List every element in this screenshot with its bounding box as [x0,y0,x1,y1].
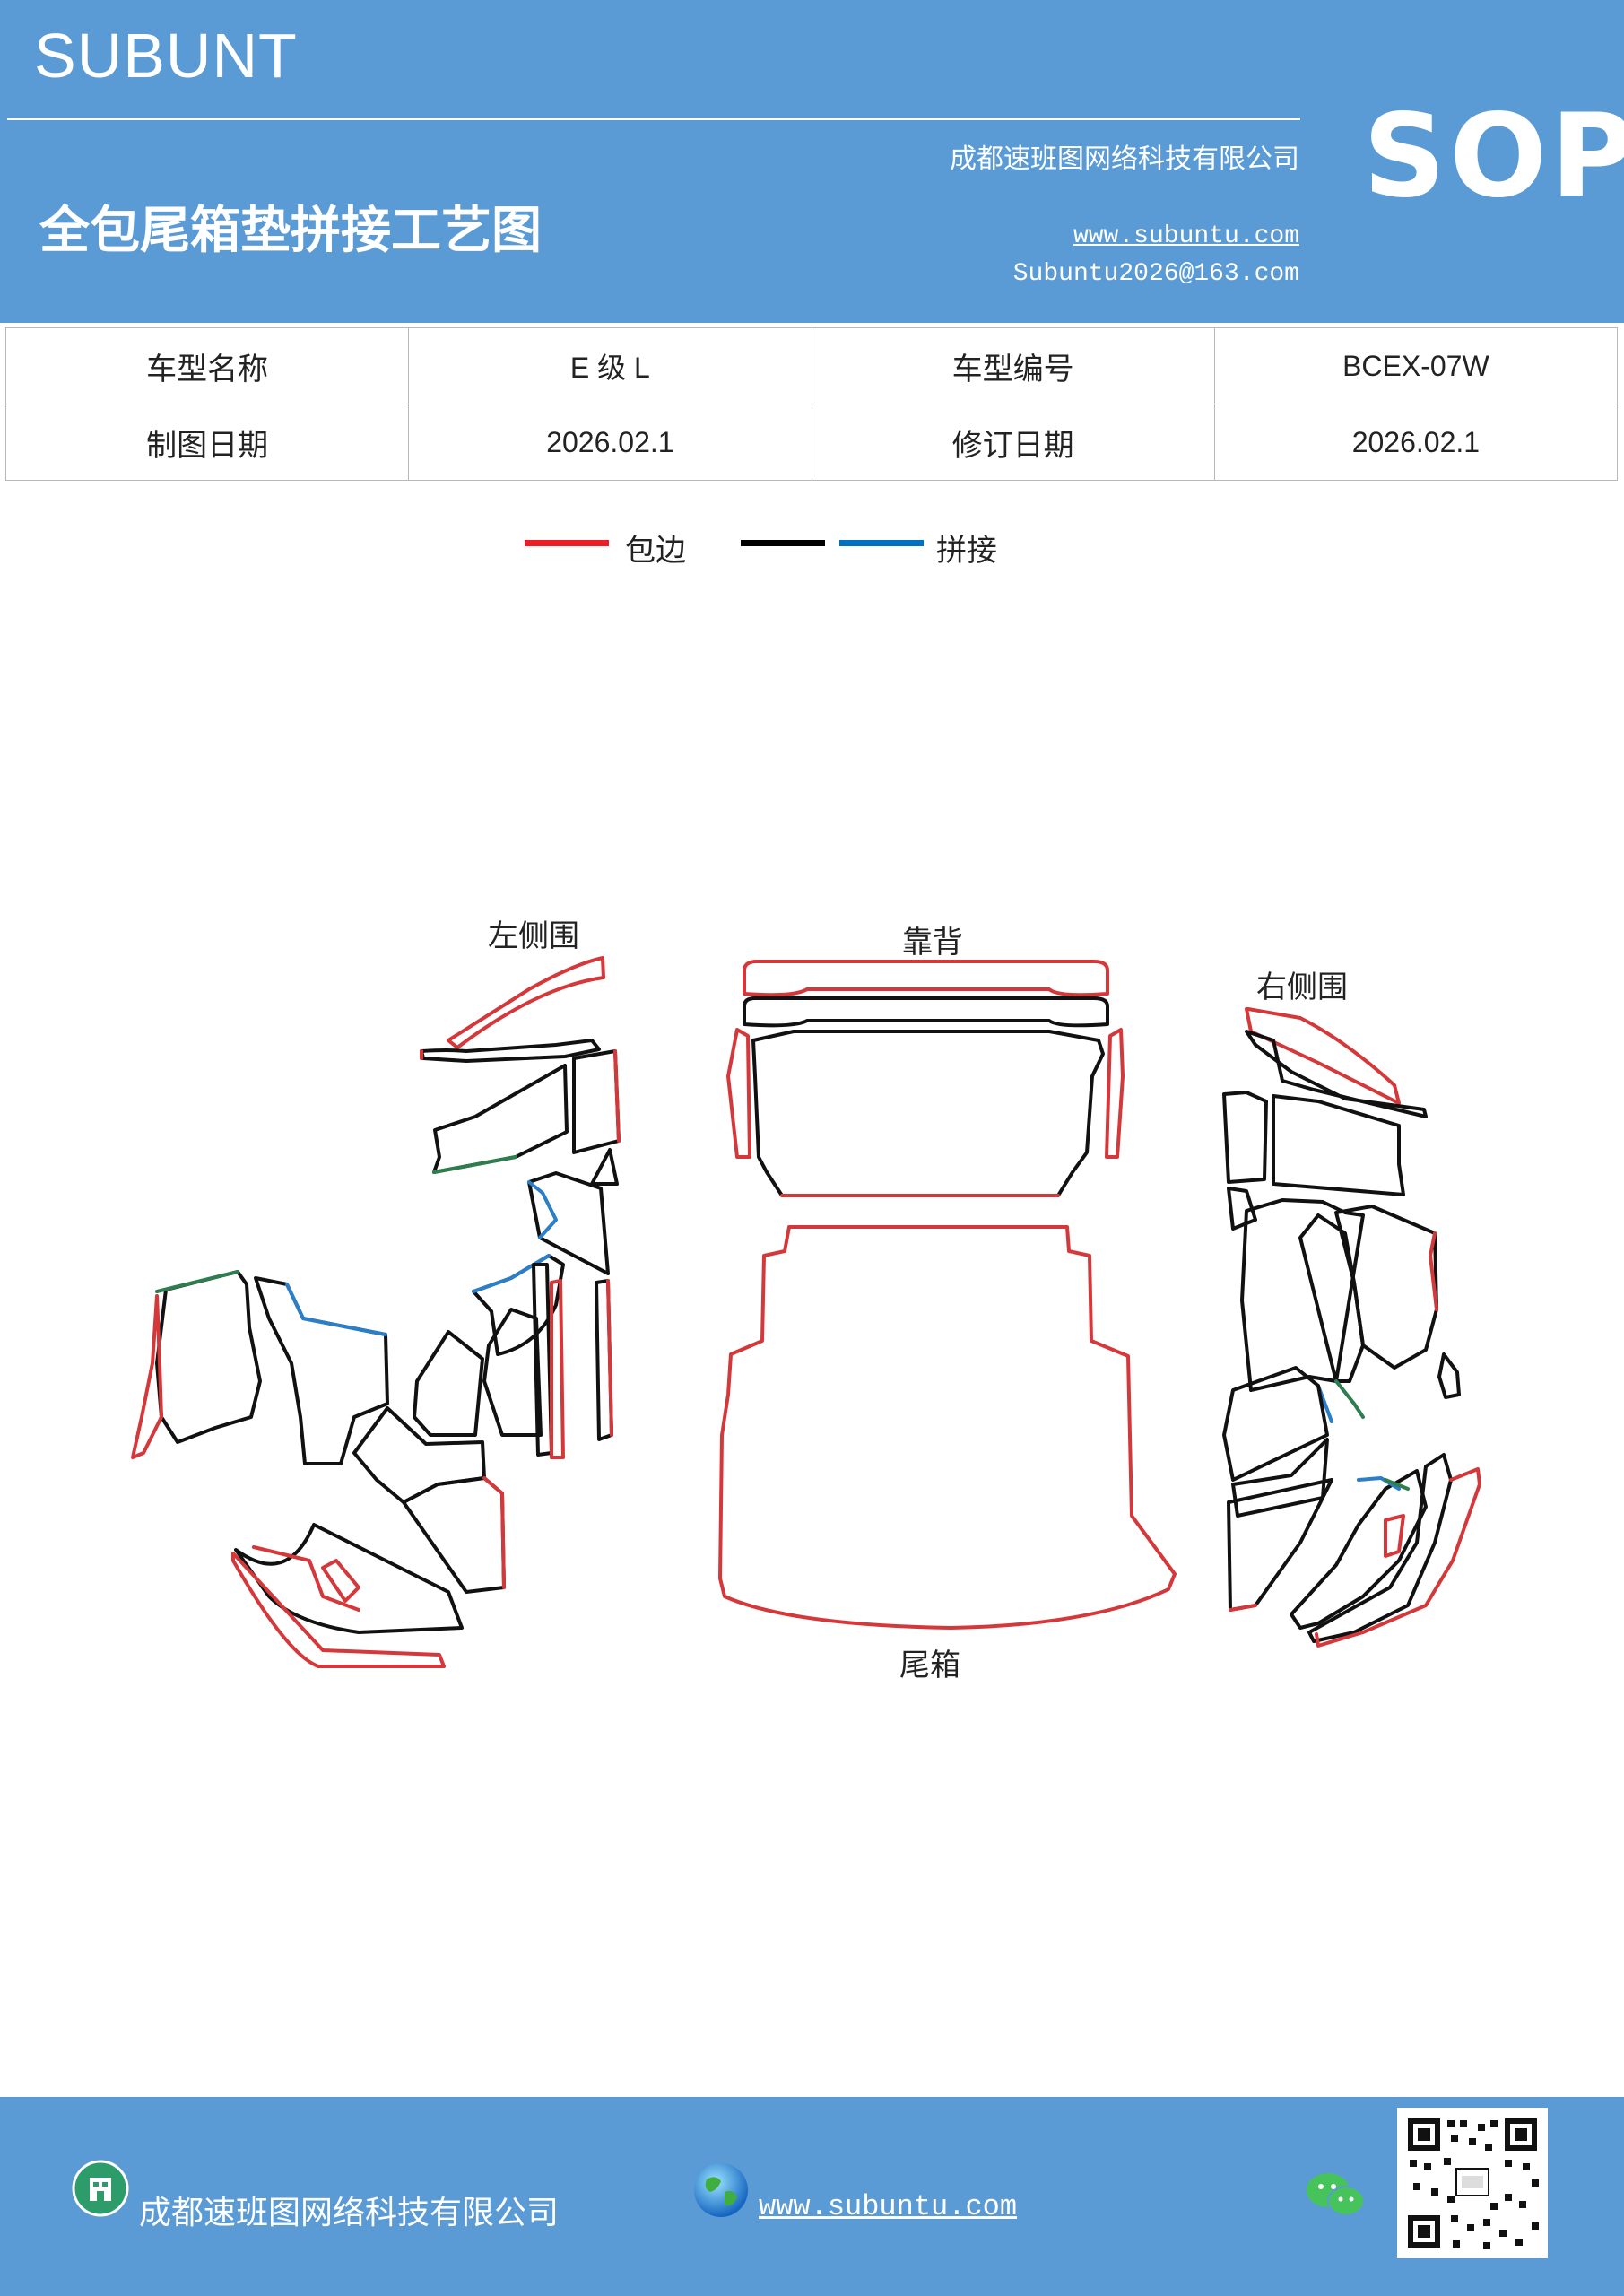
model-code-value: BCEX-07W [1213,327,1619,404]
company-name: 成都速班图网络科技有限公司 [950,144,1299,175]
right-piece-column [1240,1198,1365,1392]
right-piece-bottom-2 [1307,1453,1453,1643]
right-piece-slot [1384,1514,1405,1558]
right-side-pieces [1222,1007,1481,1648]
left-piece-arch-joint [472,1254,551,1293]
left-piece-strip [420,1039,601,1063]
right-piece-window [1272,1094,1405,1196]
right-piece-lower-2 [1231,1438,1329,1518]
backrest-right-flap [1105,1028,1125,1159]
backrest-center-panel [751,1030,1105,1197]
left-piece-big-left-edge [131,1294,163,1459]
backrest-left-flap [726,1028,751,1159]
legend-swatch-seam [741,540,825,546]
label-right-side: 右侧围 [1256,970,1348,1005]
right-piece-green [1334,1379,1365,1419]
backrest-top-strip [743,960,1109,997]
brand-name: SUBUNT [34,21,298,91]
right-piece-wheel-arch [1334,1205,1438,1370]
table-row: 车型名称 E 级 L 车型编号 BCEX-07W [4,327,1619,404]
model-code-label: 车型编号 [811,327,1215,404]
label-trunk: 尾箱 [899,1648,960,1683]
left-piece-bottom-2 [231,1552,446,1668]
right-piece-tab [1437,1352,1461,1399]
left-piece-big-left [155,1270,262,1444]
right-piece-top [1245,1007,1401,1105]
label-left-side: 左侧围 [488,918,579,954]
draw-date-value: 2026.02.1 [408,404,812,481]
website-link[interactable]: www.subuntu.com [1073,222,1299,250]
right-piece-lower-3 [1227,1478,1333,1612]
left-piece-upper-right-edge [613,1049,621,1143]
left-piece-strip-v3-edge [606,1279,613,1437]
revision-date-value: 2026.02.1 [1213,404,1619,481]
left-piece-bottom-slot [321,1559,360,1603]
left-piece-big-left-green [155,1270,239,1293]
backrest-second-strip [743,996,1109,1028]
page-footer: 成都速班图网络科技有限公司 www.subuntu.com [0,2097,1624,2296]
right-piece-lower-1 [1222,1366,1329,1482]
right-piece-inner-arch [1298,1213,1365,1383]
legend-label-joint: 拼接 [936,533,997,569]
left-piece-small [590,1148,619,1186]
vehicle-info-table: 车型名称 E 级 L 车型编号 BCEX-07W 制图日期 2026.02.1 … [4,327,1619,481]
model-name-label: 车型名称 [4,327,410,404]
right-piece-small [1227,1187,1257,1231]
left-side-pieces [131,956,621,1668]
backrest-pieces [726,960,1125,1197]
right-piece-bottom-joint [1357,1476,1401,1491]
left-piece-mid-joint [527,1180,558,1239]
left-piece-lower-right-edge [482,1476,506,1589]
right-piece-strip [1245,1030,1428,1118]
legend-swatch-edge [525,540,609,546]
header-divider [7,118,1300,120]
email-link[interactable]: Subuntu2026@163.com [1012,260,1299,288]
right-piece-left-tall [1222,1091,1268,1184]
qr-code [1397,2108,1548,2258]
legend-swatch-joint [839,540,924,546]
footer-website-link[interactable]: www.subuntu.com [759,2190,1018,2223]
trunk-floor-panel [718,1225,1177,1630]
left-piece-upper-right [572,1049,621,1154]
document-title: 全包尾箱垫拼接工艺图 [39,201,542,260]
label-backrest: 靠背 [902,925,963,961]
right-piece-wheel-edge [1429,1231,1438,1311]
model-name-value: E 级 L [408,327,812,404]
left-piece-lower-right [402,1476,506,1594]
revision-date-label: 修订日期 [811,404,1215,481]
left-piece-strip-v2 [550,1279,565,1459]
footer-company-name: 成都速班图网络科技有限公司 [139,2195,560,2231]
left-piece-bottom-1-edge [252,1545,360,1612]
page-header: SUBUNT 成都速班图网络科技有限公司 全包尾箱垫拼接工艺图 www.subu… [0,0,1624,323]
right-piece-bottom-1 [1290,1469,1428,1630]
right-piece-lower-3-edge [1229,1604,1257,1612]
left-piece-wheel-arch-joint [285,1283,387,1336]
sop-badge: SOP [1363,90,1624,223]
left-piece-top [447,956,605,1049]
building-icon [72,2160,129,2217]
draw-date-label: 制图日期 [4,404,410,481]
trunk-floor [718,1225,1177,1630]
legend-label-edge: 包边 [625,533,686,569]
left-piece-window-green [432,1155,517,1174]
right-piece-bottom-green [1384,1478,1410,1491]
table-row: 制图日期 2026.02.1 修订日期 2026.02.1 [4,404,1619,481]
line-legend: 包边 拼接 [0,520,1624,574]
left-piece-tri [413,1330,484,1437]
wechat-icon [1307,2173,1365,2216]
right-piece-bottom-edge [1315,1467,1481,1648]
left-piece-window [432,1064,569,1174]
left-piece-mid-lower [482,1308,543,1437]
globe-icon [694,2163,748,2217]
